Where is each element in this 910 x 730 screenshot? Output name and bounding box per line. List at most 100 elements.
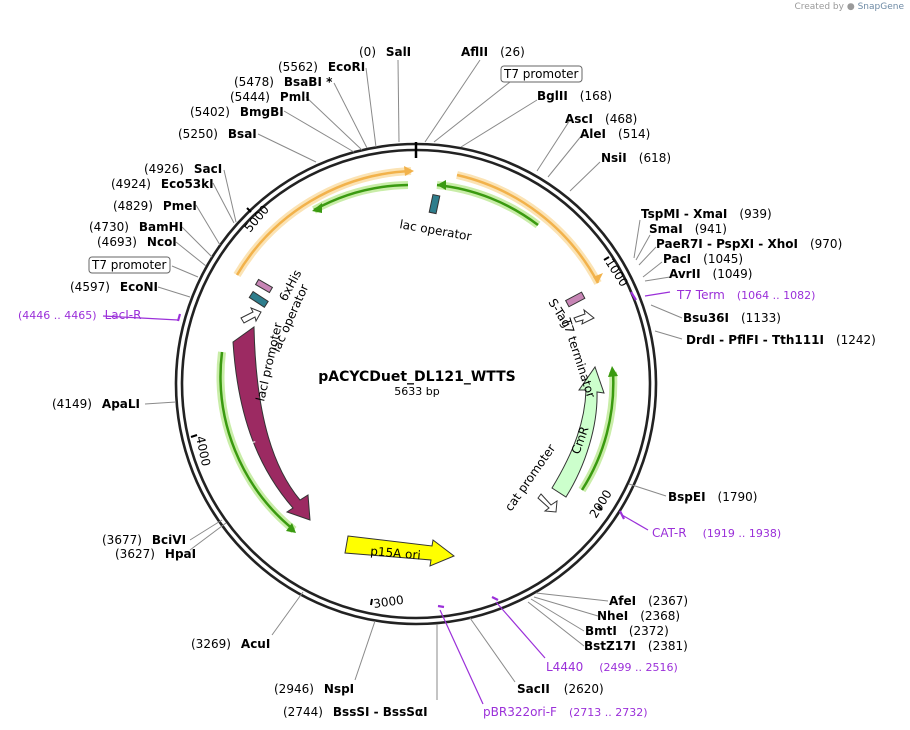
enzyme-apali[interactable]: (4149)ApaLI [52, 397, 140, 411]
pbr322ori-f-mark [437, 604, 445, 609]
enzyme-bsssi-bsssai[interactable]: (2744)BssSI - BssSαI [283, 705, 428, 719]
leader-smai [635, 234, 651, 261]
lac-operator-top-box [428, 193, 441, 215]
laci-arrow [232, 326, 311, 521]
plasmid-length: 5633 bp [394, 385, 439, 398]
laci-promoter-arrow [240, 307, 262, 324]
enzyme-acui[interactable]: (3269)AcuI [191, 637, 270, 651]
leader-laci-r [102, 315, 179, 321]
enzyme-smai[interactable]: SmaI(941) [649, 222, 727, 236]
primer-t7-term[interactable]: T7 Term(1064 .. 1082) [676, 288, 815, 302]
leader-asci [536, 119, 571, 172]
leader-paer7i [638, 246, 657, 266]
enzyme-bmti[interactable]: BmtI(2372) [585, 624, 669, 638]
orf-top-green-1 [436, 183, 539, 226]
enzyme-asci[interactable]: AscI(468) [565, 112, 637, 126]
cat-promoter-label: cat promoter [502, 442, 558, 514]
orf-top-green-1-arrowhead [437, 180, 446, 190]
enzyme-afei[interactable]: AfeI(2367) [609, 594, 688, 608]
enzyme-nspi[interactable]: (2946)NspI [274, 682, 354, 696]
ruler-label-4000: 4000 [193, 435, 213, 468]
enzyme-bstz17i[interactable]: BstZ17I(2381) [584, 639, 688, 653]
ruler-tick-5000 [246, 207, 252, 213]
leader-pmli [305, 96, 363, 151]
enzyme-bcivi[interactable]: (3677)BciVI [102, 533, 186, 547]
leader-bglii [460, 99, 538, 148]
leader-sali [397, 59, 400, 143]
leader-bmgbi [283, 110, 355, 153]
orf-right-orange [456, 173, 600, 284]
leader-t7-term [644, 291, 671, 297]
enzyme-paer7i-pspxi-xhoi[interactable]: PaeR7I - PspXI - XhoI(970) [656, 237, 842, 251]
leader-tspmi [633, 219, 641, 259]
orf-top-green-2-arrowhead [312, 203, 322, 213]
ruler-tick-4000 [190, 434, 198, 438]
enzyme-alei[interactable]: AleI(514) [580, 127, 650, 141]
enzyme-saci[interactable]: (4926)SacI [144, 162, 222, 176]
enzyme-nsii[interactable]: NsiI(618) [601, 151, 671, 165]
enzyme-aflii[interactable]: AflII(26) [461, 45, 525, 59]
enzyme-hpai[interactable]: (3627)HpaI [115, 547, 196, 561]
enzyme-avrii[interactable]: AvrII(1049) [669, 267, 752, 281]
enzyme-sali[interactable]: (0) SalI [359, 45, 411, 59]
ruler-label-1000: 1000 [602, 256, 630, 289]
enzyme-pmli[interactable]: (5444)PmlI [230, 90, 310, 104]
t7-terminator-label: T7 terminator [559, 316, 598, 400]
enzyme-bmgbi[interactable]: (5402)BmgBI [190, 105, 284, 119]
enzyme-econi[interactable]: (4597)EcoNI [70, 280, 158, 294]
laci-label: lacI [243, 440, 261, 463]
leader-pmei [195, 204, 221, 246]
t7-terminator-arrow [573, 308, 595, 325]
enzyme-bsabi[interactable]: (5478)BsaBI * [234, 75, 333, 89]
leader-ecori [365, 67, 377, 148]
primer-pbr322ori-f[interactable]: pBR322ori-F(2713 .. 2732) [483, 705, 648, 719]
t7-promoter-left-box [88, 256, 171, 274]
leader-t7-promoter-left [171, 265, 199, 278]
enzyme-tspmi-xmai[interactable]: TspMI - XmaI(939) [641, 207, 772, 221]
enzyme-nhei[interactable]: NheI(2368) [597, 609, 680, 623]
enzyme-drdi-pflfi-tth111i[interactable]: DrdI - PflFI - Tth111I(1242) [686, 333, 876, 347]
ruler-tick-1000 [603, 256, 610, 261]
enzyme-pmei[interactable]: (4829)PmeI [113, 199, 197, 213]
enzyme-bsu36i[interactable]: Bsu36I(1133) [683, 311, 781, 325]
enzyme-bsai[interactable]: (5250)BsaI [178, 127, 257, 141]
p15a-ori-label: p15A ori [370, 544, 422, 562]
enzyme-ecori[interactable]: (5562)EcoRI [278, 60, 365, 74]
leader-drdi [654, 330, 683, 340]
leader-nsii [569, 161, 601, 192]
leader-bamhi [181, 226, 213, 258]
enzyme-sacii[interactable]: SacII(2620) [517, 682, 604, 696]
orf-left-green-arrowhead [286, 523, 296, 533]
orf-left-orange [235, 169, 412, 276]
p15a-ori-arrow [344, 535, 455, 567]
leader-sacii [469, 617, 516, 683]
enzyme-ncoi[interactable]: (4693)NcoI [97, 235, 177, 249]
leader-bmti [530, 598, 585, 632]
lac-operator-left-box [248, 290, 269, 308]
credit-brand: SnapGene [857, 2, 904, 12]
ruler-tick-3000 [370, 598, 373, 606]
leader-bsabi [333, 82, 368, 149]
t7-promoter-top-label[interactable]: T7 promoter [503, 67, 579, 81]
enzyme-bspei[interactable]: BspEI(1790) [668, 490, 757, 504]
leader-cat-r [621, 514, 649, 531]
orf-arcs [216, 166, 618, 534]
orf-left-orange-arrowhead [404, 166, 414, 176]
enzyme-bglii[interactable]: BglII(168) [537, 89, 612, 103]
primer-l4440[interactable]: L4440(2499 .. 2516) [546, 660, 678, 674]
leader-bsai [257, 133, 317, 163]
t7-promoter-left-label[interactable]: T7 promoter [91, 258, 167, 272]
enzyme-bamhi[interactable]: (4730)BamHI [89, 220, 183, 234]
enzyme-leader-lines [144, 59, 683, 700]
t7-promoter-top-box [500, 65, 583, 83]
primer-laci-r[interactable]: (4446 .. 4465)LacI-R [18, 308, 141, 322]
enzyme-paci[interactable]: PacI(1045) [663, 252, 743, 266]
orf-right-green-arrowhead [608, 366, 618, 377]
enzyme-eco53ki[interactable]: (4924)Eco53kI [111, 177, 214, 191]
leader-eco53ki [212, 182, 235, 224]
leader-apali [144, 401, 177, 405]
leader-ncoi [175, 241, 207, 267]
lac-operator-top-label: lac operator [398, 217, 472, 243]
leader-bsu36i [650, 304, 683, 319]
primer-cat-r[interactable]: CAT-R(1919 .. 1938) [652, 526, 781, 540]
